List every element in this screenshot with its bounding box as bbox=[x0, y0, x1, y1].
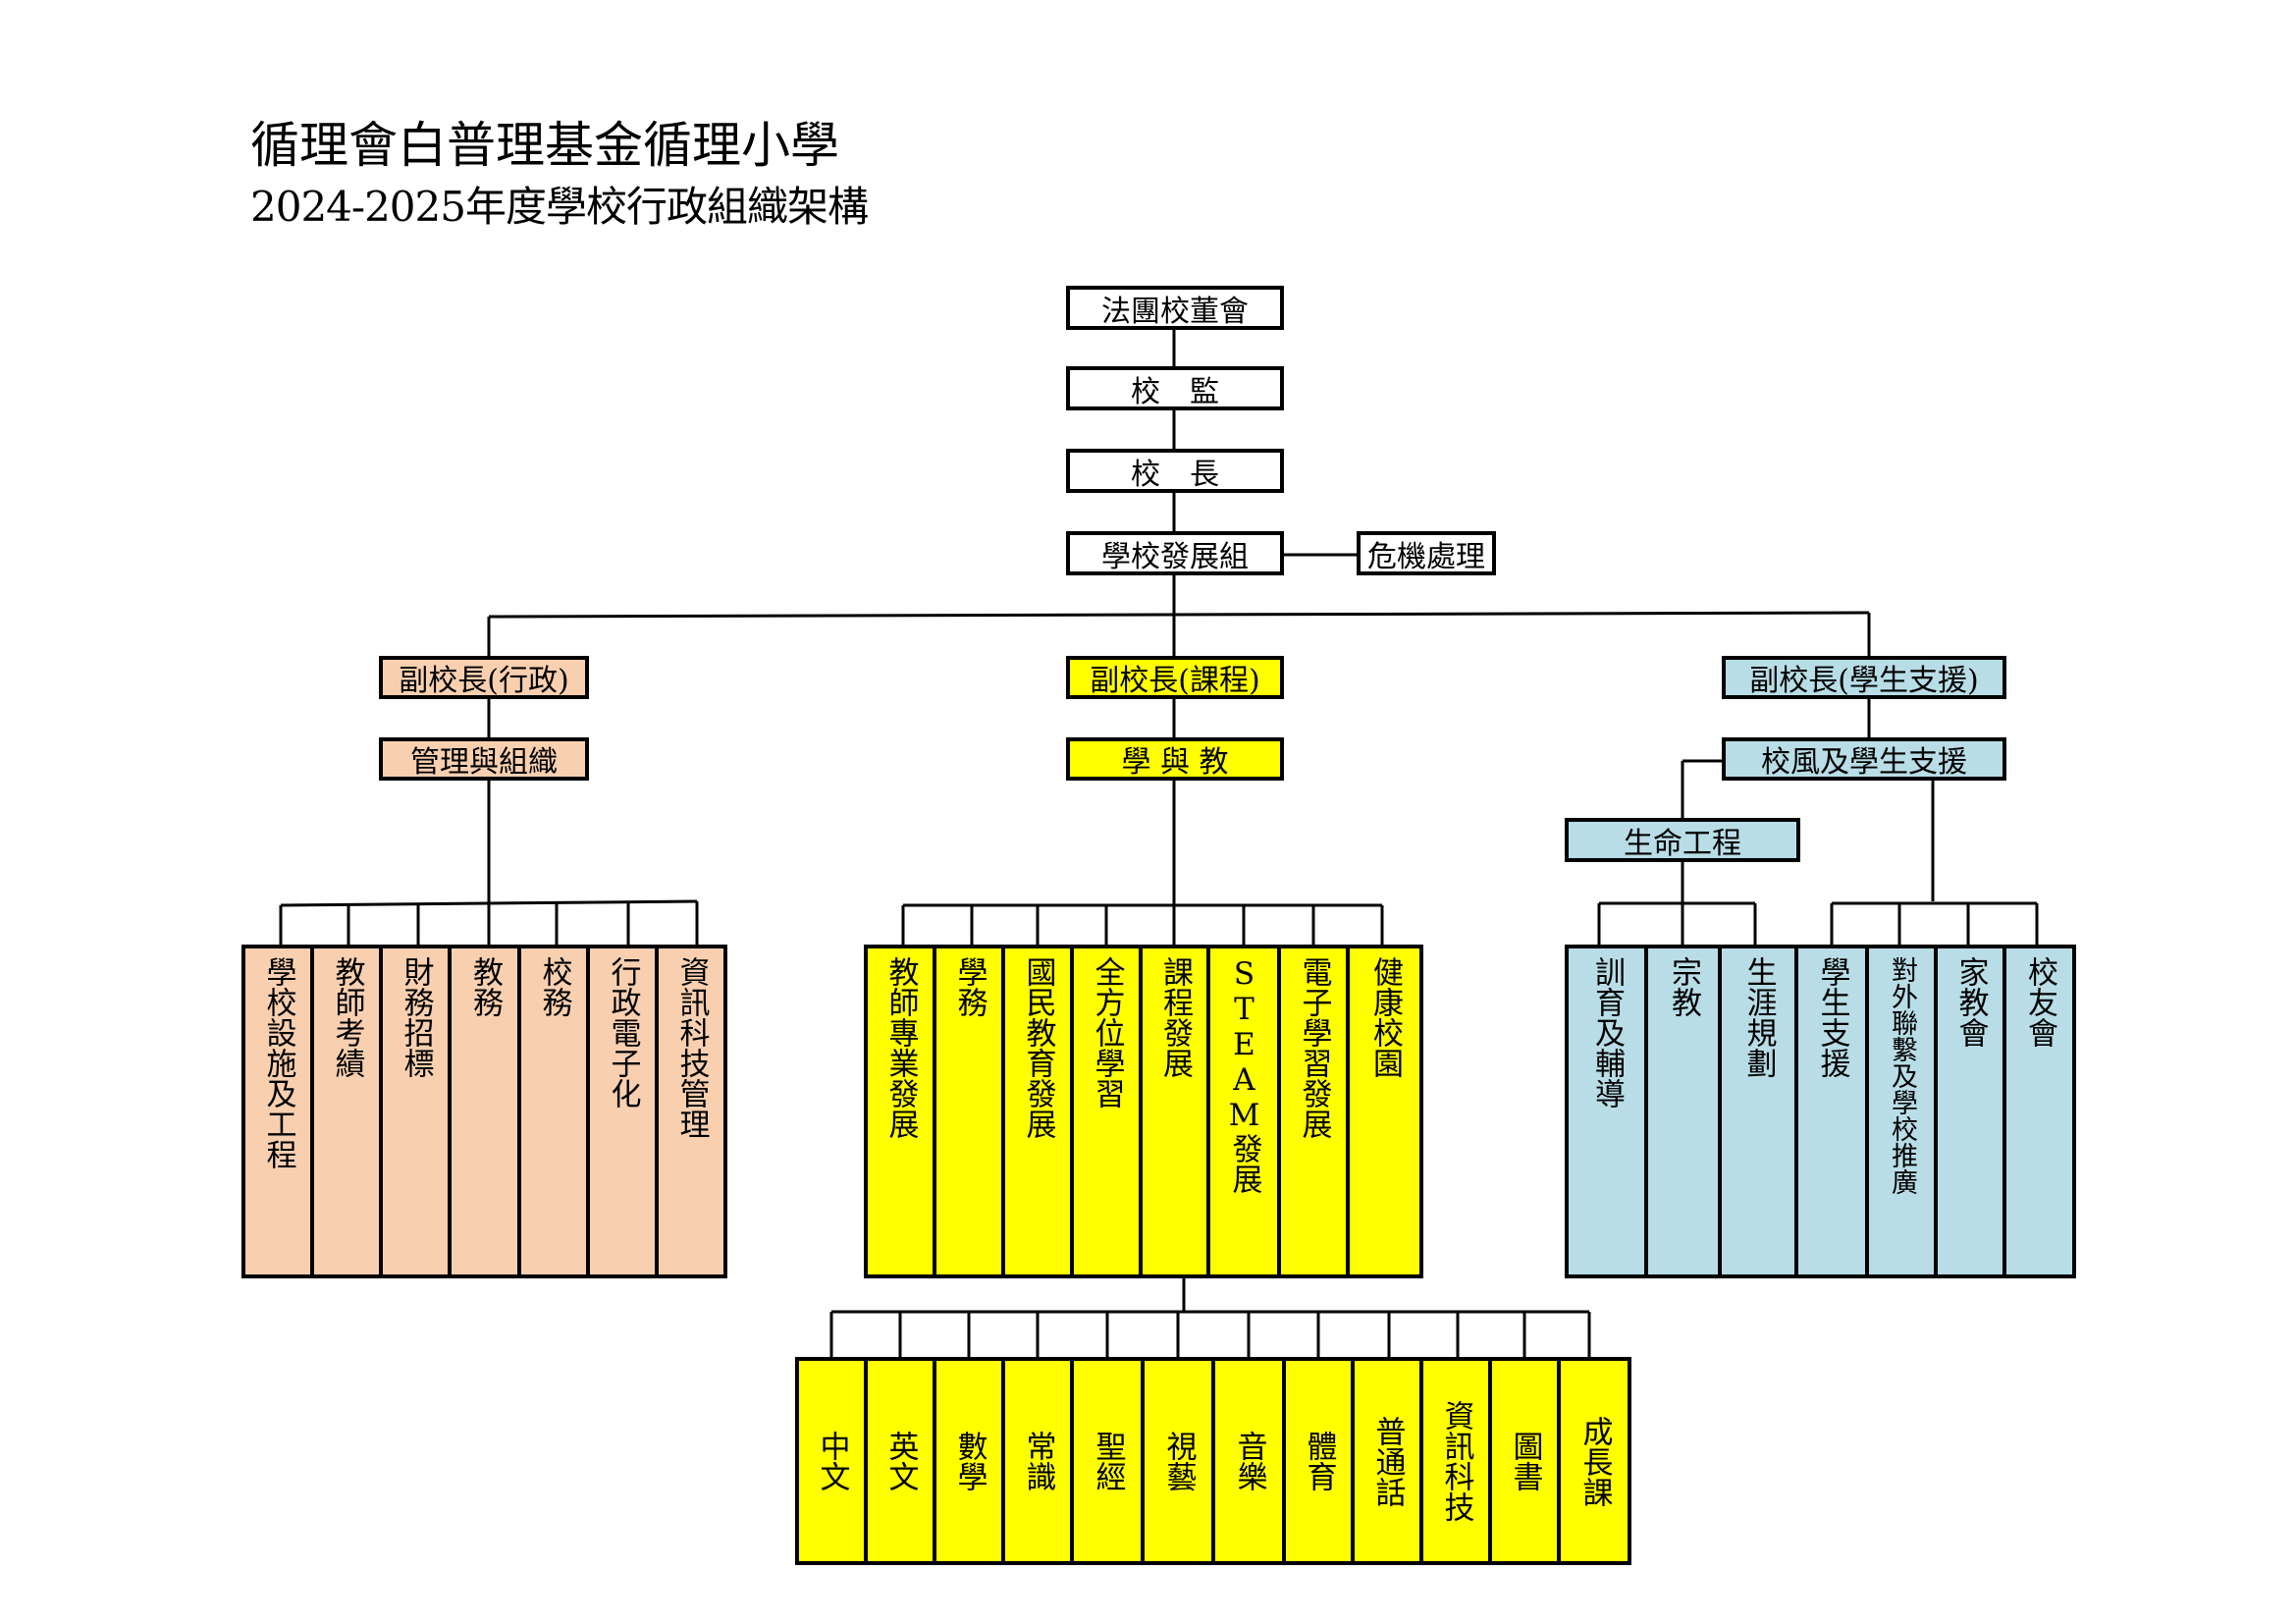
subject-chinese: 中文 bbox=[795, 1357, 868, 1565]
subject-math: 數學 bbox=[933, 1357, 1005, 1565]
admin-item-academic: 教務 bbox=[448, 945, 521, 1278]
subject-music: 音樂 bbox=[1211, 1357, 1286, 1565]
curriculum-item-healthy-campus: 健康校園 bbox=[1346, 945, 1423, 1278]
chart-subtitle: 2024-2025年度學校行政組織架構 bbox=[250, 183, 869, 231]
support-item-discipline: 訓育及輔導 bbox=[1565, 945, 1648, 1278]
support-item-pta: 家教會 bbox=[1934, 945, 2006, 1278]
admin-item-it-management: 資訊科技管理 bbox=[655, 945, 727, 1278]
development-box: 學校發展組 bbox=[1066, 531, 1284, 575]
vp-support-box: 副校長(學生支援) bbox=[1722, 656, 2006, 699]
support-item-student-support: 學生支援 bbox=[1794, 945, 1869, 1278]
admin-group-box: 管理與組織 bbox=[379, 737, 589, 781]
subject-visual-arts: 視藝 bbox=[1141, 1357, 1215, 1565]
board-box: 法團校董會 bbox=[1066, 286, 1284, 330]
subject-growth: 成長課 bbox=[1557, 1357, 1631, 1565]
supervisor-box: 校 監 bbox=[1066, 366, 1284, 410]
admin-item-e-admin: 行政電子化 bbox=[586, 945, 659, 1278]
subject-bible: 聖經 bbox=[1070, 1357, 1145, 1565]
crisis-box: 危機處理 bbox=[1357, 531, 1496, 575]
principal-box: 校 長 bbox=[1066, 449, 1284, 493]
admin-item-appraisal: 教師考績 bbox=[310, 945, 383, 1278]
curriculum-item-curriculum-dev: 課程發展 bbox=[1139, 945, 1210, 1278]
subject-pe: 體育 bbox=[1282, 1357, 1355, 1565]
admin-item-facilities: 學校設施及工程 bbox=[241, 945, 314, 1278]
admin-item-finance: 財務招標 bbox=[379, 945, 452, 1278]
vp-admin-box: 副校長(行政) bbox=[379, 656, 589, 699]
subject-general-studies: 常識 bbox=[1001, 1357, 1074, 1565]
support-item-external-relations: 對外聯繫及學校推廣 bbox=[1865, 945, 1938, 1278]
curriculum-item-academic: 學務 bbox=[933, 945, 1005, 1278]
support-item-alumni: 校友會 bbox=[2002, 945, 2076, 1278]
curriculum-item-national-ed: 國民教育發展 bbox=[1001, 945, 1074, 1278]
support-item-career: 生涯規劃 bbox=[1718, 945, 1798, 1278]
school-name: 循理會白普理基金循理小學 bbox=[250, 117, 839, 174]
subject-putonghua: 普通話 bbox=[1351, 1357, 1423, 1565]
support-group-box: 校風及學生支援 bbox=[1722, 737, 2006, 781]
curriculum-group-box: 學 與 教 bbox=[1066, 737, 1284, 781]
admin-item-school-affairs: 校務 bbox=[517, 945, 590, 1278]
curriculum-item-teacher-dev: 教師專業發展 bbox=[864, 945, 936, 1278]
vp-curriculum-box: 副校長(課程) bbox=[1066, 656, 1284, 699]
life-program-box: 生命工程 bbox=[1565, 818, 1800, 862]
curriculum-item-steam: STEAM發展 bbox=[1206, 945, 1281, 1278]
subject-english: 英文 bbox=[864, 1357, 936, 1565]
curriculum-item-life-wide: 全方位學習 bbox=[1070, 945, 1143, 1278]
subject-library: 圖書 bbox=[1488, 1357, 1561, 1565]
subject-ict: 資訊科技 bbox=[1419, 1357, 1492, 1565]
curriculum-item-e-learning: 電子學習發展 bbox=[1277, 945, 1350, 1278]
support-item-religion: 宗教 bbox=[1644, 945, 1722, 1278]
